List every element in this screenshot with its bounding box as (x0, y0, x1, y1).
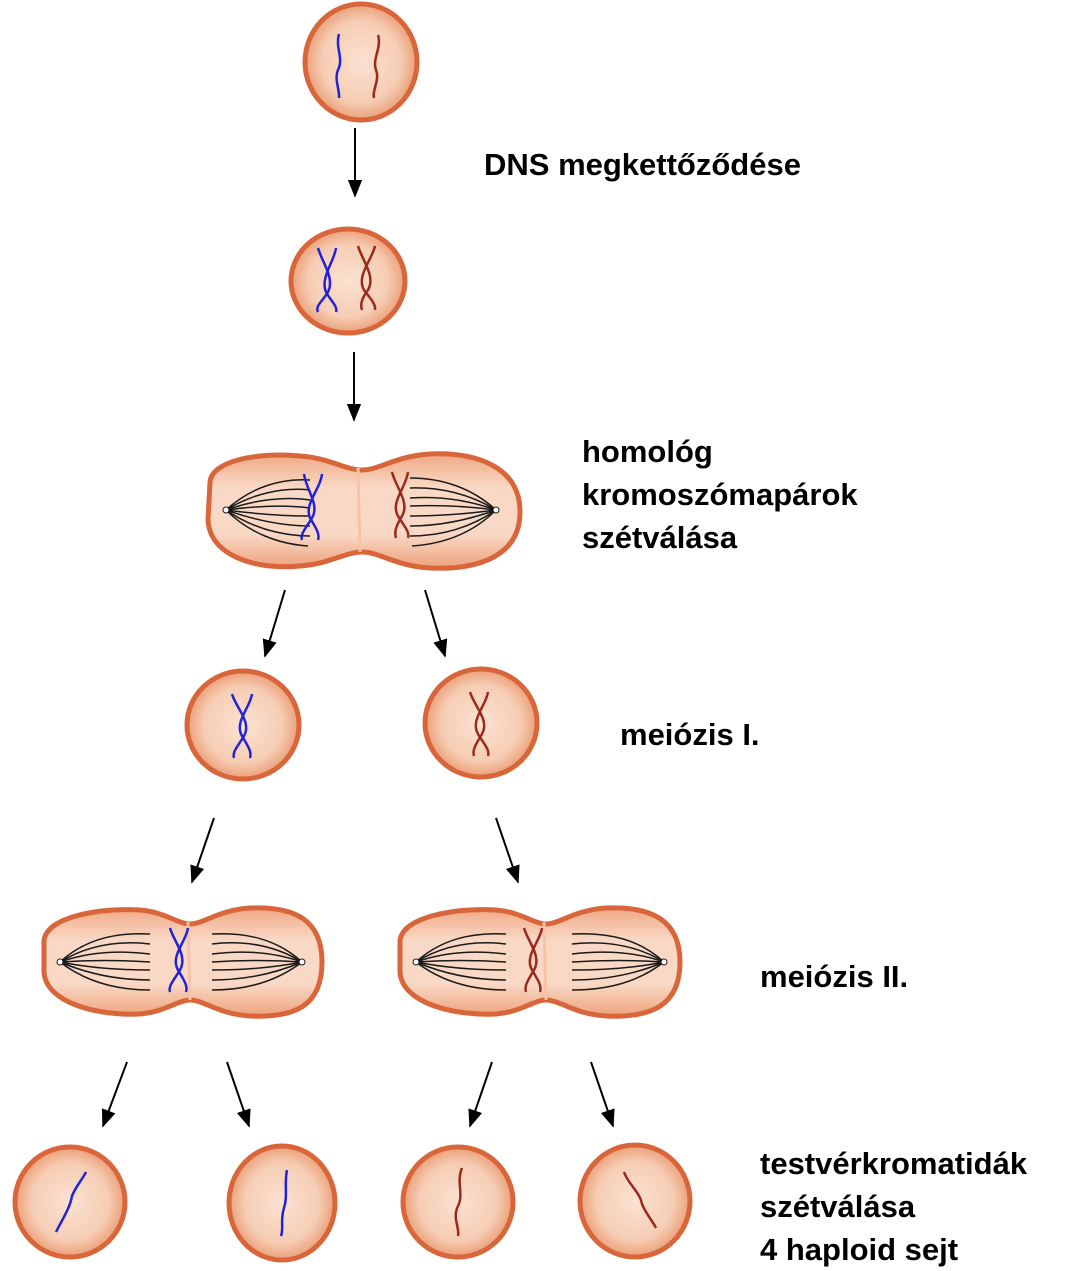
label-dna-replication: DNS megkettőződése (484, 143, 801, 186)
arrow (425, 590, 445, 656)
label-sister-chromatid-separation: testvérkromatidák szétválása 4 haploid s… (760, 1142, 1027, 1271)
label-meiosis-2: meiózis II. (760, 955, 908, 998)
arrow (470, 1062, 492, 1126)
daughter-cell-maternal (187, 671, 299, 779)
label-line: szétválása (582, 516, 858, 559)
arrow (227, 1062, 249, 1126)
dividing-cell-meiosis-2-left (44, 908, 322, 1016)
label-line: homológ (582, 430, 858, 473)
haploid-cell-1 (15, 1147, 125, 1257)
parent-cell (305, 4, 417, 120)
dividing-cell-meiosis-2-right (400, 908, 680, 1016)
arrow (496, 818, 518, 882)
arrow (265, 590, 285, 656)
arrow (591, 1062, 613, 1126)
haploid-cell-4 (580, 1145, 690, 1257)
label-line: kromoszómapárok (582, 473, 858, 516)
daughter-cell-paternal (425, 669, 537, 777)
dividing-cell-meiosis-1 (208, 454, 520, 568)
haploid-cell-3 (403, 1147, 513, 1257)
label-line: testvérkromatidák (760, 1142, 1027, 1185)
haploid-cell-2 (229, 1146, 335, 1260)
label-homologous-separation: homológ kromoszómapárok szétválása (582, 430, 858, 559)
arrow (192, 818, 214, 882)
label-meiosis-1: meiózis I. (620, 713, 760, 756)
replicated-cell (291, 229, 405, 333)
arrow (103, 1062, 127, 1126)
label-line: 4 haploid sejt (760, 1228, 1027, 1271)
label-line: szétválása (760, 1185, 1027, 1228)
